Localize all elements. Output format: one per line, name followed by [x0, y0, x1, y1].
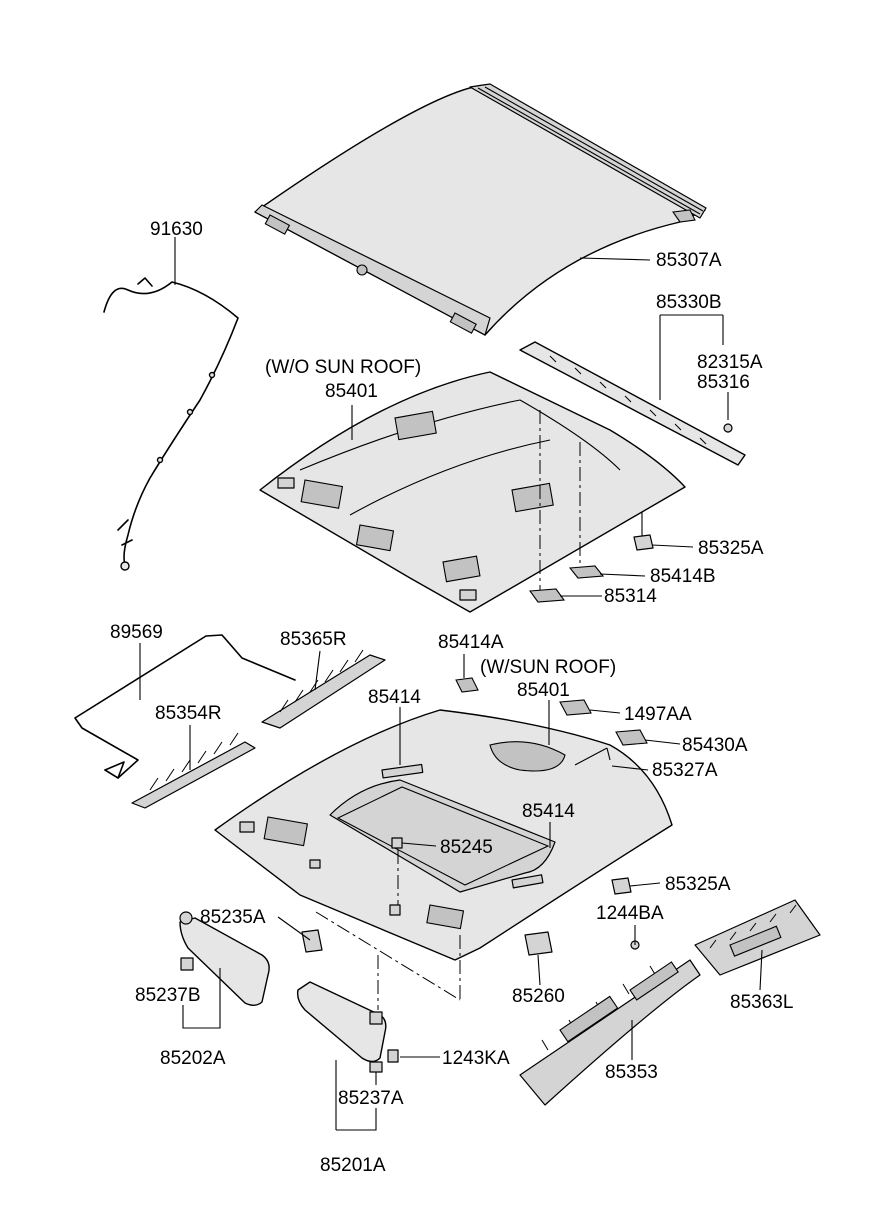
label-85260: 85260: [512, 986, 565, 1007]
headliner-without-sunroof: [259, 371, 686, 613]
label-85325A-lower: 85325A: [665, 874, 731, 895]
sunroof-drain-wire: [74, 634, 296, 779]
label-85201A: 85201A: [320, 1155, 386, 1176]
label-wo-sun-roof: (W/O SUN ROOF): [265, 357, 421, 378]
label-85414-upper: 85414: [368, 687, 421, 708]
headliner-pads: [528, 410, 654, 603]
antenna-cable: [103, 277, 239, 571]
label-85245: 85245: [440, 837, 493, 858]
sunshade-rails: [131, 649, 386, 809]
part-labels: 91630 85307A 85330B 82315A 85316 (W/O SU…: [110, 219, 793, 1176]
label-85237B: 85237B: [135, 985, 201, 1006]
headliner-clips: [391, 837, 632, 986]
label-85235A: 85235A: [200, 907, 266, 928]
label-89569: 89569: [110, 622, 163, 643]
label-85363L: 85363L: [730, 992, 793, 1013]
label-85430A: 85430A: [682, 735, 748, 756]
label-85316: 85316: [697, 372, 750, 393]
label-1243KA: 1243KA: [442, 1048, 510, 1069]
label-91630: 91630: [150, 219, 203, 240]
label-85327A: 85327A: [652, 760, 718, 781]
sun-visor-right: [296, 981, 399, 1073]
label-85401-w: 85401: [517, 680, 570, 701]
sunroof-frames: [519, 899, 821, 1106]
label-85237A: 85237A: [338, 1088, 404, 1109]
label-85307A: 85307A: [656, 250, 722, 271]
label-1497AA: 1497AA: [624, 704, 692, 725]
rear-rail: [519, 341, 746, 466]
label-85414B: 85414B: [650, 566, 716, 587]
label-85353: 85353: [605, 1062, 658, 1083]
label-85325A-upper: 85325A: [698, 538, 764, 559]
guide-lines: [315, 850, 461, 1010]
label-85330B: 85330B: [656, 292, 722, 313]
label-w-sun-roof: (W/SUN ROOF): [480, 657, 616, 678]
label-85314: 85314: [604, 586, 657, 607]
label-85365R: 85365R: [280, 629, 347, 650]
label-85354R: 85354R: [155, 703, 222, 724]
label-82315A: 82315A: [697, 352, 763, 373]
headliner-with-sunroof: [214, 709, 673, 961]
leader-lines: [139, 237, 763, 1131]
roof-panel: [254, 83, 707, 336]
label-85202A: 85202A: [160, 1048, 226, 1069]
label-85414-lower: 85414: [522, 801, 575, 822]
label-1244BA: 1244BA: [596, 903, 664, 924]
label-85401-wo: 85401: [325, 381, 378, 402]
label-85414A: 85414A: [438, 632, 504, 653]
sun-visor-left: [179, 911, 323, 1006]
